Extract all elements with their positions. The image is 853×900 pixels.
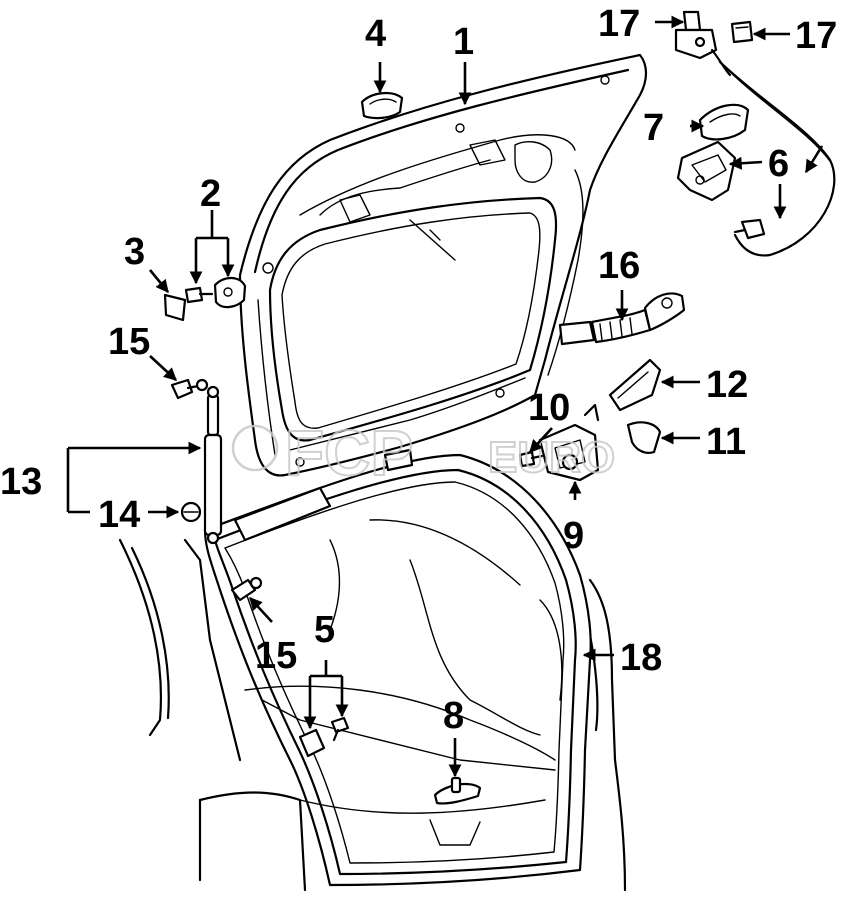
upper-latch-tab [383, 448, 414, 472]
leader-lines [66, 15, 824, 778]
callout-16: 16 [598, 245, 640, 287]
liftgate-lower-rib [289, 377, 526, 451]
liftgate-panel [238, 53, 648, 477]
part-17-release-actuator [674, 10, 732, 77]
part-5-bumper-and-screw [298, 716, 350, 758]
cargo-left-trim [329, 539, 341, 631]
liftgate-upper-flange [253, 68, 630, 274]
callout-8: 8 [443, 695, 464, 737]
cargo-floor-line [261, 699, 556, 771]
callout-17-right: 17 [795, 15, 837, 57]
part-16-harness-grommet [558, 292, 686, 346]
liftgate-hole [600, 75, 610, 85]
liftgate-hole [495, 388, 505, 398]
watermark-suffix: EURO [488, 433, 615, 482]
part-8-striker [433, 776, 482, 805]
part-15-ball-stud-upper [170, 378, 209, 400]
leader-15-lower [249, 597, 273, 623]
part-10-bolt [518, 450, 544, 468]
liftgate-left-rib [257, 299, 276, 456]
callout-14: 14 [98, 494, 140, 536]
callout-5: 5 [314, 609, 335, 651]
sill-line [299, 799, 546, 814]
callout-4: 4 [365, 13, 386, 55]
part-11-cover [626, 421, 662, 454]
callout-18: 18 [620, 637, 662, 679]
callout-11: 11 [706, 421, 746, 463]
liftgate-window-opening [268, 196, 558, 442]
right-body-edge [588, 578, 627, 892]
callout-13: 13 [0, 461, 42, 503]
leader-cable [804, 145, 824, 174]
callout-9: 9 [563, 515, 584, 557]
cargo-side-trim [409, 559, 541, 736]
liftgate-pin [429, 229, 441, 241]
leader-10 [529, 427, 553, 453]
watermark: FCP EURO [231, 416, 616, 490]
cargo-right-trim [539, 599, 563, 701]
leader-15-upper [149, 355, 177, 381]
left-pillar-inner [130, 546, 170, 720]
callout-6: 6 [768, 143, 789, 185]
cargo-floor-edge [244, 685, 556, 761]
callout-numbers: 4 1 2 3 15 13 14 15 5 8 9 10 11 12 16 17… [0, 3, 837, 737]
liftgate-rib-top [299, 134, 576, 216]
hinge-plate [233, 486, 332, 542]
part-9-latch [538, 403, 600, 482]
window-inner-edge [281, 212, 541, 429]
part-4-handle-insert [360, 92, 404, 120]
callout-17-left: 17 [598, 3, 640, 45]
striker-housing [429, 819, 481, 846]
liftgate-hole [295, 457, 305, 467]
part-13-lift-support-strut [203, 385, 223, 545]
seal-inner-lip [224, 481, 565, 864]
leader-3 [148, 269, 170, 294]
part-2-hinge [213, 276, 247, 309]
callout-3: 3 [124, 231, 145, 273]
left-pillar-outline [118, 538, 163, 737]
part-2-hinge-and-bolt [184, 276, 247, 309]
tailgate-opening-frame [203, 453, 592, 887]
release-cable-sheath [723, 65, 833, 165]
part-6-lock-actuator [676, 140, 766, 240]
callout-7: 7 [643, 107, 664, 149]
part-12-trim-piece [608, 358, 662, 412]
release-cable [718, 60, 836, 257]
leader-6 [728, 156, 763, 170]
liftgate-cutout-left [339, 194, 371, 223]
cargo-roof-line [369, 519, 521, 586]
liftgate-bracket [469, 139, 506, 166]
left-body-edge [183, 538, 242, 762]
callout-15-lower: 15 [255, 635, 297, 677]
part-15-ball-stud-lower [230, 576, 263, 602]
callout-15-upper: 15 [108, 321, 150, 363]
callout-12: 12 [706, 364, 748, 406]
liftgate-hole [455, 123, 465, 133]
callout-2: 2 [200, 173, 221, 215]
callout-10: 10 [528, 387, 570, 429]
watermark-brand: FCP [285, 417, 413, 489]
left-bumper [198, 791, 307, 892]
liftgate-cutout-right [514, 141, 553, 183]
liftgate-hole [262, 262, 274, 274]
part-7-handle [698, 103, 750, 141]
part-14-end-fitting [180, 501, 202, 523]
vehicle-body [118, 448, 627, 892]
part-2-bolt-head [184, 286, 204, 304]
liftgate-right-rib [547, 169, 584, 376]
callout-1: 1 [453, 21, 474, 63]
liftgate-brace [409, 219, 456, 261]
part-3-cap [163, 293, 187, 322]
part-17-cap [730, 20, 754, 44]
